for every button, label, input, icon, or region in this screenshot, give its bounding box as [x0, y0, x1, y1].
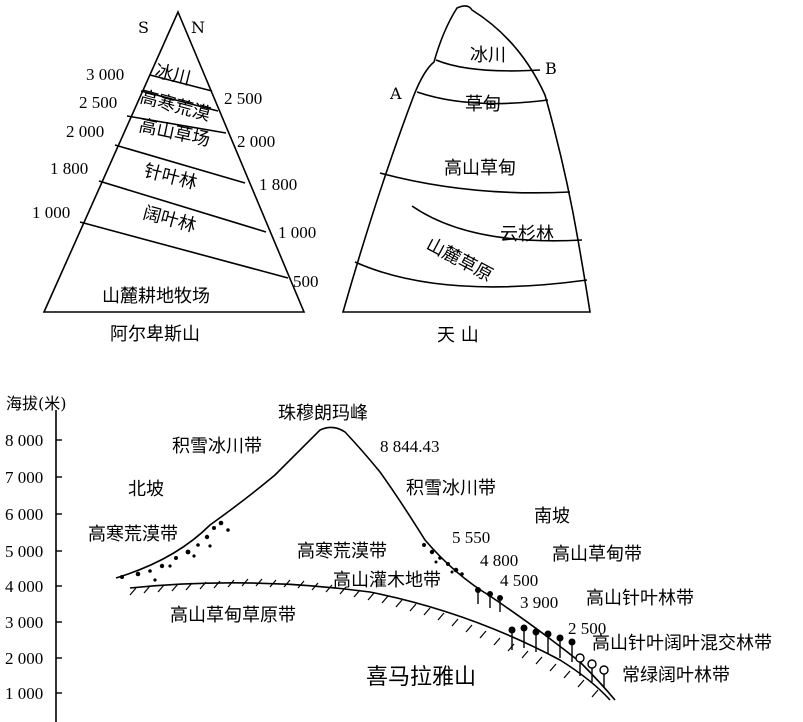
south-zone-alpine-desert: 高寒荒漠带 [297, 541, 387, 562]
y-tick-5000: 5 000 [5, 542, 43, 561]
alps-dir-s: S [138, 18, 149, 37]
alps-zone-glacier: 冰川 [153, 60, 193, 89]
north-zone-alpine-desert: 高寒荒漠带 [88, 524, 178, 545]
y-axis-ticks [56, 439, 62, 694]
alps-zone-broadleaf: 阔叶林 [141, 203, 199, 237]
tianshan-zone-steppe: 山麓草原 [423, 234, 496, 286]
y-tick-2000: 2 000 [5, 649, 43, 668]
tianshan-zone-meadow: 草甸 [465, 94, 501, 115]
alps-n-elev-1800: 1 800 [259, 175, 297, 194]
himalaya-caption: 喜马拉雅山 [366, 665, 476, 690]
y-tick-8000: 8 000 [5, 431, 43, 450]
north-desert-marks [120, 520, 230, 582]
tianshan-diagram: A B 冰川 草甸 高山草甸 云杉林 山麓草原 天 山 [341, 5, 591, 346]
south-desert-marks [422, 543, 464, 576]
tianshan-zone-alpine-meadow: 高山草甸 [444, 158, 516, 179]
south-zone-mixed-forest: 高山针叶阔叶混交林带 [592, 633, 772, 654]
tianshan-outline [341, 5, 591, 313]
alps-s-elev-1800: 1 800 [50, 159, 88, 178]
south-zone-snow-glacier: 积雪冰川带 [406, 478, 496, 499]
south-elev-2500: 2 500 [568, 619, 606, 638]
peak-height: 8 844.43 [380, 437, 440, 456]
alps-outline [42, 9, 306, 313]
alps-diagram: S N 冰川 高寒荒漠 高山草场 针叶林 阔叶林 山麓耕地牧场 3 000 2 … [32, 9, 319, 345]
alps-caption: 阿尔卑斯山 [110, 324, 200, 345]
alps-boundary-3 [126, 115, 227, 134]
alps-n-elev-2500: 2 500 [224, 89, 262, 108]
south-zone-evergreen-broadleaf: 常绿阔叶林带 [622, 665, 730, 686]
tianshan-boundary-3 [379, 172, 571, 194]
south-elev-4500: 4 500 [500, 571, 538, 590]
tianshan-boundary-5 [354, 261, 588, 288]
north-zone-alpine-meadow-steppe: 高山草甸草原带 [170, 605, 296, 626]
alps-s-elev-2500: 2 500 [79, 93, 117, 112]
y-tick-7000: 7 000 [5, 468, 43, 487]
tianshan-zone-spruce: 云杉林 [500, 224, 554, 245]
south-elev-3900: 3 900 [520, 593, 558, 612]
alps-n-elev-1000: 1 000 [278, 223, 316, 242]
himalaya-diagram: 海拔(米) 8 000 7 000 6 000 5 000 4 000 3 00… [5, 394, 772, 722]
alps-n-elev-2000: 2 000 [237, 132, 275, 151]
peak-name: 珠穆朗玛峰 [278, 403, 368, 424]
y-axis-label: 海拔(米) [6, 394, 67, 413]
alps-boundary-1 [149, 74, 213, 92]
alps-boundary-6 [79, 221, 289, 279]
south-zone-alpine-meadow: 高山草甸带 [552, 544, 642, 565]
alps-dir-n: N [191, 18, 205, 37]
alps-boundary-2 [140, 90, 219, 112]
himalaya-base [129, 582, 611, 701]
tianshan-label-b: B [545, 59, 557, 78]
south-zone-alpine-shrub: 高山灌木地带 [333, 570, 441, 591]
tianshan-caption: 天 山 [437, 325, 479, 346]
tianshan-zone-glacier: 冰川 [470, 45, 506, 66]
south-elev-4800: 4 800 [480, 551, 518, 570]
alps-s-elev-2000: 2 000 [66, 122, 104, 141]
alps-zone-conifer: 针叶林 [142, 160, 199, 193]
alps-n-elev-500: 500 [293, 272, 319, 291]
alps-zone-foothill: 山麓耕地牧场 [102, 286, 210, 307]
alps-boundary-5 [98, 180, 267, 233]
tianshan-label-a: A [389, 84, 402, 103]
south-slope-label: 南坡 [534, 506, 570, 527]
south-slope-trees [475, 587, 609, 688]
y-tick-3000: 3 000 [5, 613, 43, 632]
alps-boundary-4 [114, 144, 246, 184]
y-tick-6000: 6 000 [5, 505, 43, 524]
y-tick-4000: 4 000 [5, 577, 43, 596]
tianshan-boundary-1 [435, 59, 541, 72]
alps-s-elev-1000: 1 000 [32, 203, 70, 222]
south-zone-conifer: 高山针叶林带 [586, 588, 694, 609]
alps-s-elev-3000: 3 000 [86, 65, 124, 84]
y-tick-1000: 1 000 [5, 684, 43, 703]
tianshan-boundary-4 [411, 205, 583, 242]
north-zone-snow-glacier: 积雪冰川带 [172, 436, 262, 457]
himalaya-profile [115, 426, 616, 701]
south-elev-5550: 5 550 [452, 528, 490, 547]
tianshan-boundary-2 [416, 91, 549, 105]
base-hatching [129, 578, 599, 698]
north-slope-label: 北坡 [128, 479, 164, 500]
